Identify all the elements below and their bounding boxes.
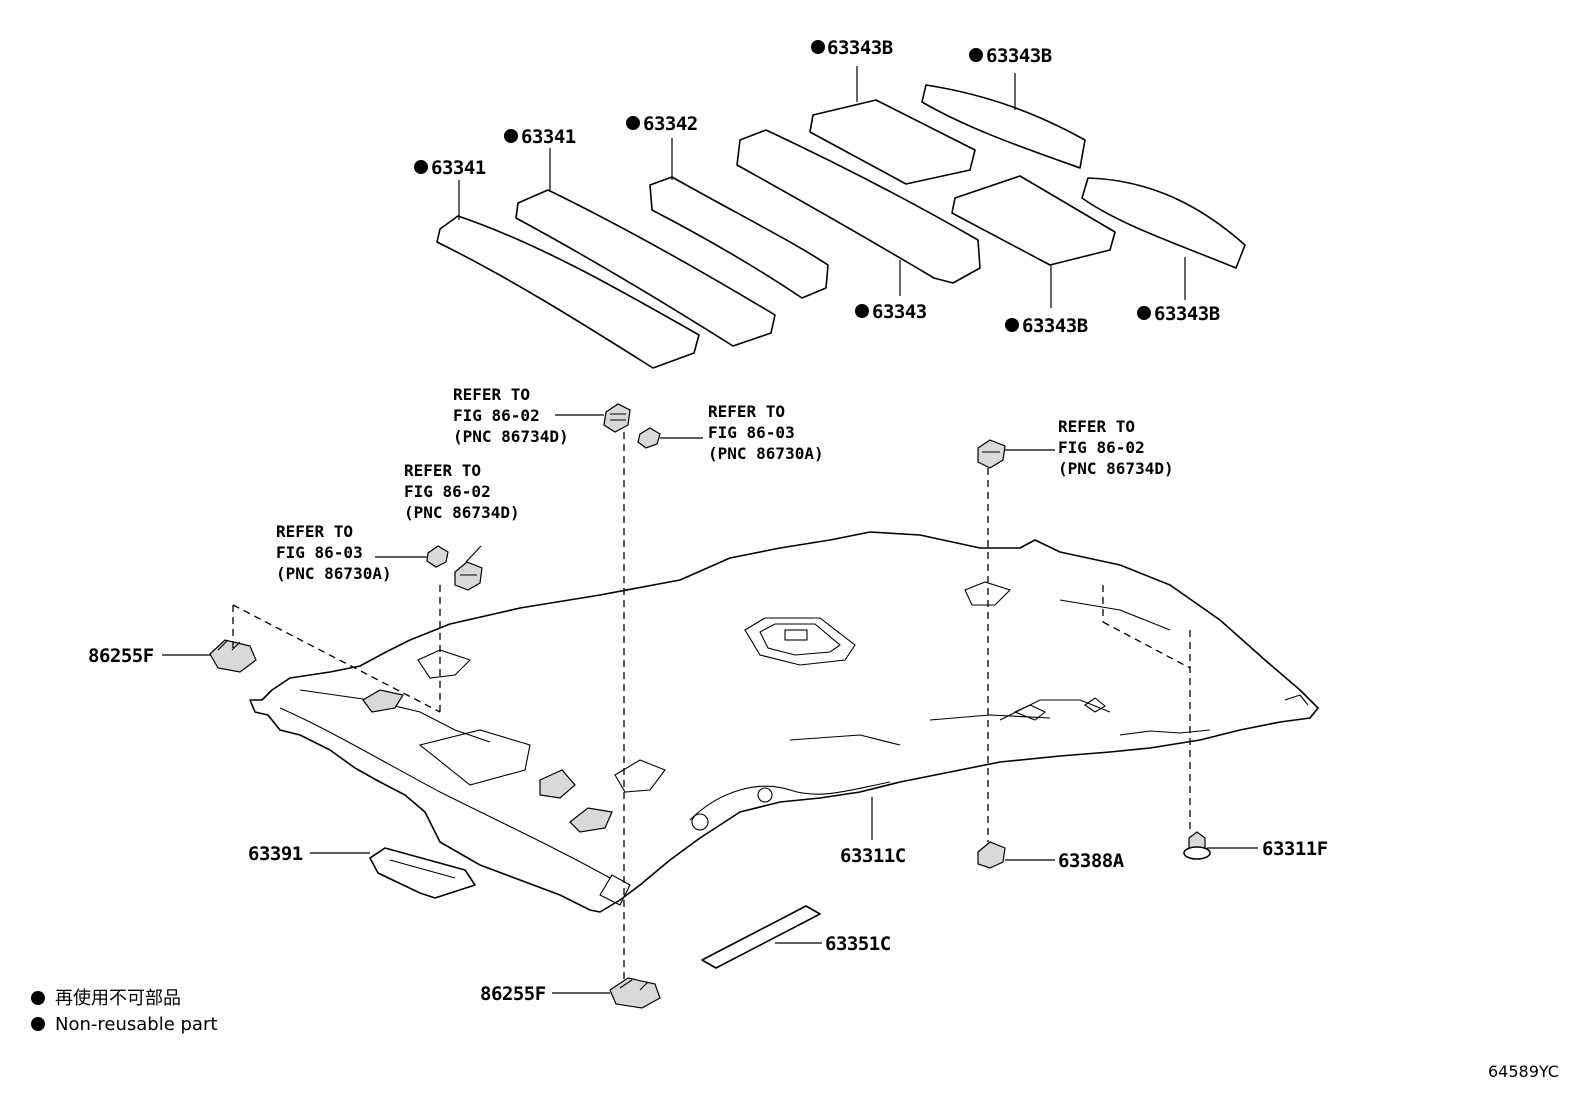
svg-text:FIG 86-02: FIG 86-02 bbox=[453, 406, 540, 425]
svg-text:FIG 86-02: FIG 86-02 bbox=[1058, 438, 1145, 457]
tape-63351C bbox=[701, 905, 821, 969]
headliner-outline bbox=[249, 531, 1319, 913]
clip-part-r5 bbox=[426, 545, 449, 568]
bracket-part-r1 bbox=[603, 403, 631, 433]
label-63342: 63342 bbox=[643, 113, 698, 135]
svg-text:(PNC 86734D): (PNC 86734D) bbox=[1058, 459, 1174, 478]
refer-note-5: REFER TO FIG 86-03 (PNC 86730A) bbox=[276, 522, 392, 583]
label-86255F-2: 86255F bbox=[480, 983, 546, 1005]
pad-63341-front bbox=[436, 215, 700, 369]
svg-text:REFER TO: REFER TO bbox=[453, 385, 530, 404]
svg-text:(PNC 86734D): (PNC 86734D) bbox=[404, 503, 520, 522]
pad-63343 bbox=[736, 129, 981, 284]
non-reusable-markers bbox=[414, 40, 1151, 332]
svg-text:(PNC 86734D): (PNC 86734D) bbox=[453, 427, 569, 446]
label-86255F-1: 86255F bbox=[88, 645, 154, 667]
pad-63342 bbox=[649, 176, 829, 299]
label-63343B-1: 63343B bbox=[827, 37, 893, 59]
label-63391: 63391 bbox=[248, 843, 303, 865]
part-leaders bbox=[162, 414, 1258, 994]
diagram-code: 64589YC bbox=[1488, 1062, 1559, 1081]
pad-63343B-d bbox=[1081, 177, 1246, 269]
label-63343B-2: 63343B bbox=[986, 45, 1052, 67]
pad-63343B-b bbox=[921, 84, 1086, 169]
label-63343B-3: 63343B bbox=[1022, 315, 1088, 337]
legend: 再使用不可部品 Non-reusable part bbox=[31, 988, 217, 1035]
label-63343B-4: 63343B bbox=[1154, 303, 1220, 325]
svg-text:(PNC 86730A): (PNC 86730A) bbox=[276, 564, 392, 583]
label-63341-1: 63341 bbox=[521, 126, 576, 148]
legend-marker-jp bbox=[31, 991, 45, 1005]
label-63311C: 63311C bbox=[840, 845, 906, 867]
pad-leaders bbox=[458, 66, 1186, 308]
label-63388A: 63388A bbox=[1058, 850, 1125, 872]
assembly-guides bbox=[232, 432, 1191, 980]
svg-text:FIG 86-02: FIG 86-02 bbox=[404, 482, 491, 501]
dome-lamp-opening bbox=[744, 617, 856, 666]
holder-86255F-bottom bbox=[609, 977, 661, 1009]
refer-note-3: REFER TO FIG 86-02 (PNC 86734D) bbox=[404, 461, 520, 522]
bracket-part-r3 bbox=[454, 561, 483, 591]
headliner-assembly bbox=[249, 531, 1319, 913]
refer-to-notes: REFER TO FIG 86-02 (PNC 86734D) REFER TO… bbox=[276, 385, 1174, 583]
legend-text-en: Non-reusable part bbox=[55, 1014, 217, 1035]
refer-note-2: REFER TO FIG 86-03 (PNC 86730A) bbox=[708, 402, 824, 463]
refer-note-4: REFER TO FIG 86-02 (PNC 86734D) bbox=[1058, 417, 1174, 478]
label-63341-2: 63341 bbox=[431, 157, 486, 179]
legend-text-jp: 再使用不可部品 bbox=[55, 988, 181, 1009]
pad-63343B-a bbox=[809, 99, 976, 185]
clip-part-r2 bbox=[637, 427, 661, 449]
svg-text:REFER TO: REFER TO bbox=[404, 461, 481, 480]
pad-63343B-c bbox=[951, 175, 1116, 266]
silencer-pads bbox=[436, 84, 1246, 369]
label-63343: 63343 bbox=[872, 301, 927, 323]
part-number-labels: 63343B 63343B 63341 63342 63341 63343 63… bbox=[88, 37, 1328, 1005]
cover-63391 bbox=[369, 847, 476, 899]
svg-text:REFER TO: REFER TO bbox=[708, 402, 785, 421]
svg-text:REFER TO: REFER TO bbox=[276, 522, 353, 541]
bracket-part-r4 bbox=[977, 439, 1006, 469]
holder-86255F-top bbox=[209, 639, 257, 673]
label-63311F: 63311F bbox=[1262, 838, 1328, 860]
label-63351C: 63351C bbox=[825, 933, 891, 955]
refer-note-1: REFER TO FIG 86-02 (PNC 86734D) bbox=[453, 385, 569, 446]
svg-text:FIG 86-03: FIG 86-03 bbox=[276, 543, 363, 562]
legend-marker-en bbox=[31, 1017, 45, 1031]
pad-63341-second bbox=[515, 189, 776, 347]
svg-text:(PNC 86730A): (PNC 86730A) bbox=[708, 444, 824, 463]
svg-text:FIG 86-03: FIG 86-03 bbox=[708, 423, 795, 442]
small-parts bbox=[209, 403, 1211, 1009]
clip-63388A bbox=[977, 841, 1006, 869]
svg-text:REFER TO: REFER TO bbox=[1058, 417, 1135, 436]
